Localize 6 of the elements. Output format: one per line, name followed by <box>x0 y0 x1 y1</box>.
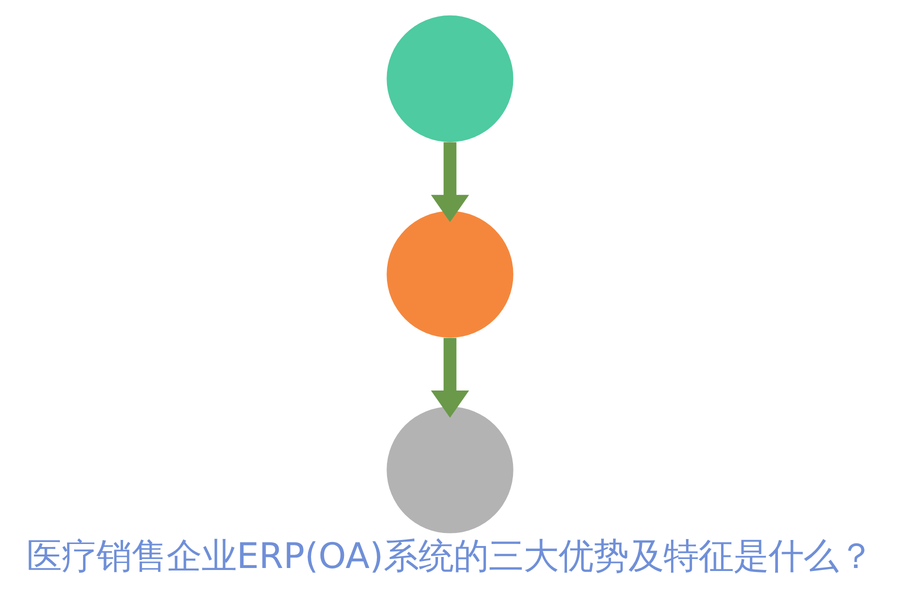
node-circle <box>386 406 514 534</box>
node-circle <box>386 15 514 142</box>
node-circle <box>386 211 514 338</box>
diagram-title: 医疗销售企业ERP(OA)系统的三大优势及特征是什么？ <box>26 536 874 577</box>
arrow <box>430 142 470 222</box>
arrow <box>430 338 470 418</box>
